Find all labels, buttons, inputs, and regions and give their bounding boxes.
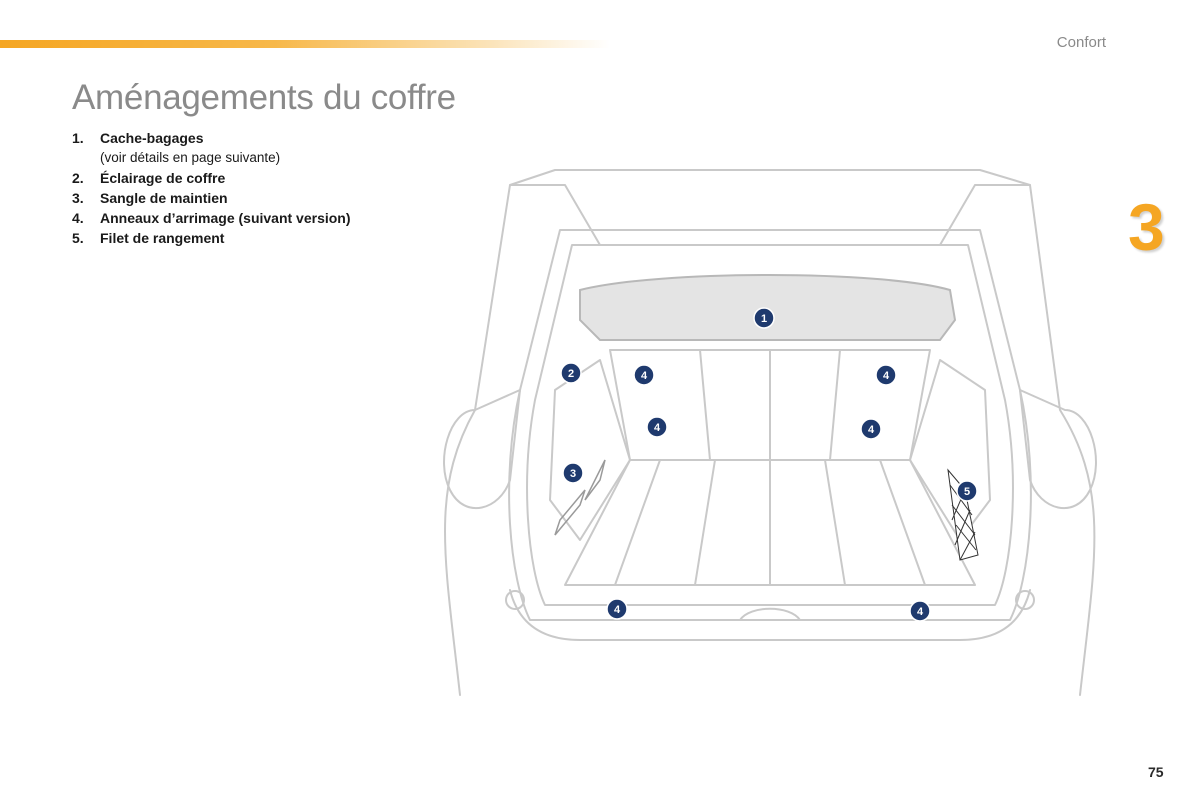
callout-label: 4 bbox=[654, 422, 661, 434]
trunk-opening-outline bbox=[508, 229, 1032, 621]
trunk-illustration: 1 2 3 4 4 4 4 4 4 5 bbox=[443, 169, 1097, 696]
callout-marker: 2 bbox=[560, 362, 582, 384]
chapter-number: 3 bbox=[1128, 190, 1165, 264]
right-light-outline bbox=[1019, 389, 1097, 509]
callout-label: 4 bbox=[614, 604, 621, 616]
legend-item: 2. Éclairage de coffre bbox=[72, 168, 351, 188]
callout-marker: 4 bbox=[875, 364, 897, 386]
rear-bumper bbox=[509, 589, 1031, 641]
retaining-strap bbox=[554, 489, 586, 536]
callout-label: 5 bbox=[964, 486, 970, 498]
header-accent-bar bbox=[0, 40, 610, 48]
trunk-floor bbox=[564, 459, 976, 586]
legend-item-number: 4. bbox=[72, 210, 84, 226]
legend-item: 4. Anneaux d’arrimage (suivant version) bbox=[72, 208, 351, 228]
callout-marker: 4 bbox=[646, 416, 668, 438]
right-side-wall bbox=[909, 359, 991, 541]
callout-label: 4 bbox=[868, 424, 875, 436]
legend-item-number: 3. bbox=[72, 190, 84, 206]
legend-item-label: Éclairage de coffre bbox=[100, 170, 226, 186]
callout-label: 1 bbox=[761, 313, 767, 325]
legend-item: 1. Cache-bagages (voir détails en page su… bbox=[72, 128, 351, 168]
callout-label: 4 bbox=[641, 370, 648, 382]
tailgate-frame bbox=[509, 169, 1031, 186]
callout-marker: 4 bbox=[633, 364, 655, 386]
callout-marker: 4 bbox=[860, 418, 882, 440]
legend-item-label: Anneaux d’arrimage (suivant version) bbox=[100, 210, 351, 226]
legend-item-number: 5. bbox=[72, 230, 84, 246]
storage-net bbox=[947, 468, 979, 561]
left-side-wall bbox=[549, 359, 631, 541]
parcel-shelf bbox=[579, 274, 957, 341]
retaining-strap bbox=[584, 459, 606, 501]
legend-item-label: Cache-bagages bbox=[100, 130, 204, 146]
legend-item: 5. Filet de rangement bbox=[72, 228, 351, 248]
legend-item: 3. Sangle de maintien bbox=[72, 188, 351, 208]
legend-item-number: 2. bbox=[72, 170, 84, 186]
legend-list: 1. Cache-bagages (voir détails en page su… bbox=[72, 128, 351, 248]
left-light-outline bbox=[443, 389, 521, 509]
callout-label: 3 bbox=[570, 468, 576, 480]
legend-item-note: (voir détails en page suivante) bbox=[100, 150, 281, 165]
callout-label: 4 bbox=[883, 370, 890, 382]
callout-marker: 4 bbox=[909, 600, 931, 622]
page-title: Aménagements du coffre bbox=[72, 78, 456, 117]
legend-item-number: 1. bbox=[72, 130, 84, 146]
callout-marker: 4 bbox=[606, 598, 628, 620]
legend-item-label: Sangle de maintien bbox=[100, 190, 228, 206]
callout-marker: 3 bbox=[562, 462, 584, 484]
callout-marker: 1 bbox=[753, 307, 775, 329]
callout-label: 2 bbox=[568, 368, 574, 380]
callout-label: 4 bbox=[917, 606, 924, 618]
section-label: Confort bbox=[1056, 34, 1106, 51]
page-number: 75 bbox=[1148, 764, 1164, 780]
callout-marker: 5 bbox=[956, 480, 978, 502]
legend-item-label: Filet de rangement bbox=[100, 230, 225, 246]
